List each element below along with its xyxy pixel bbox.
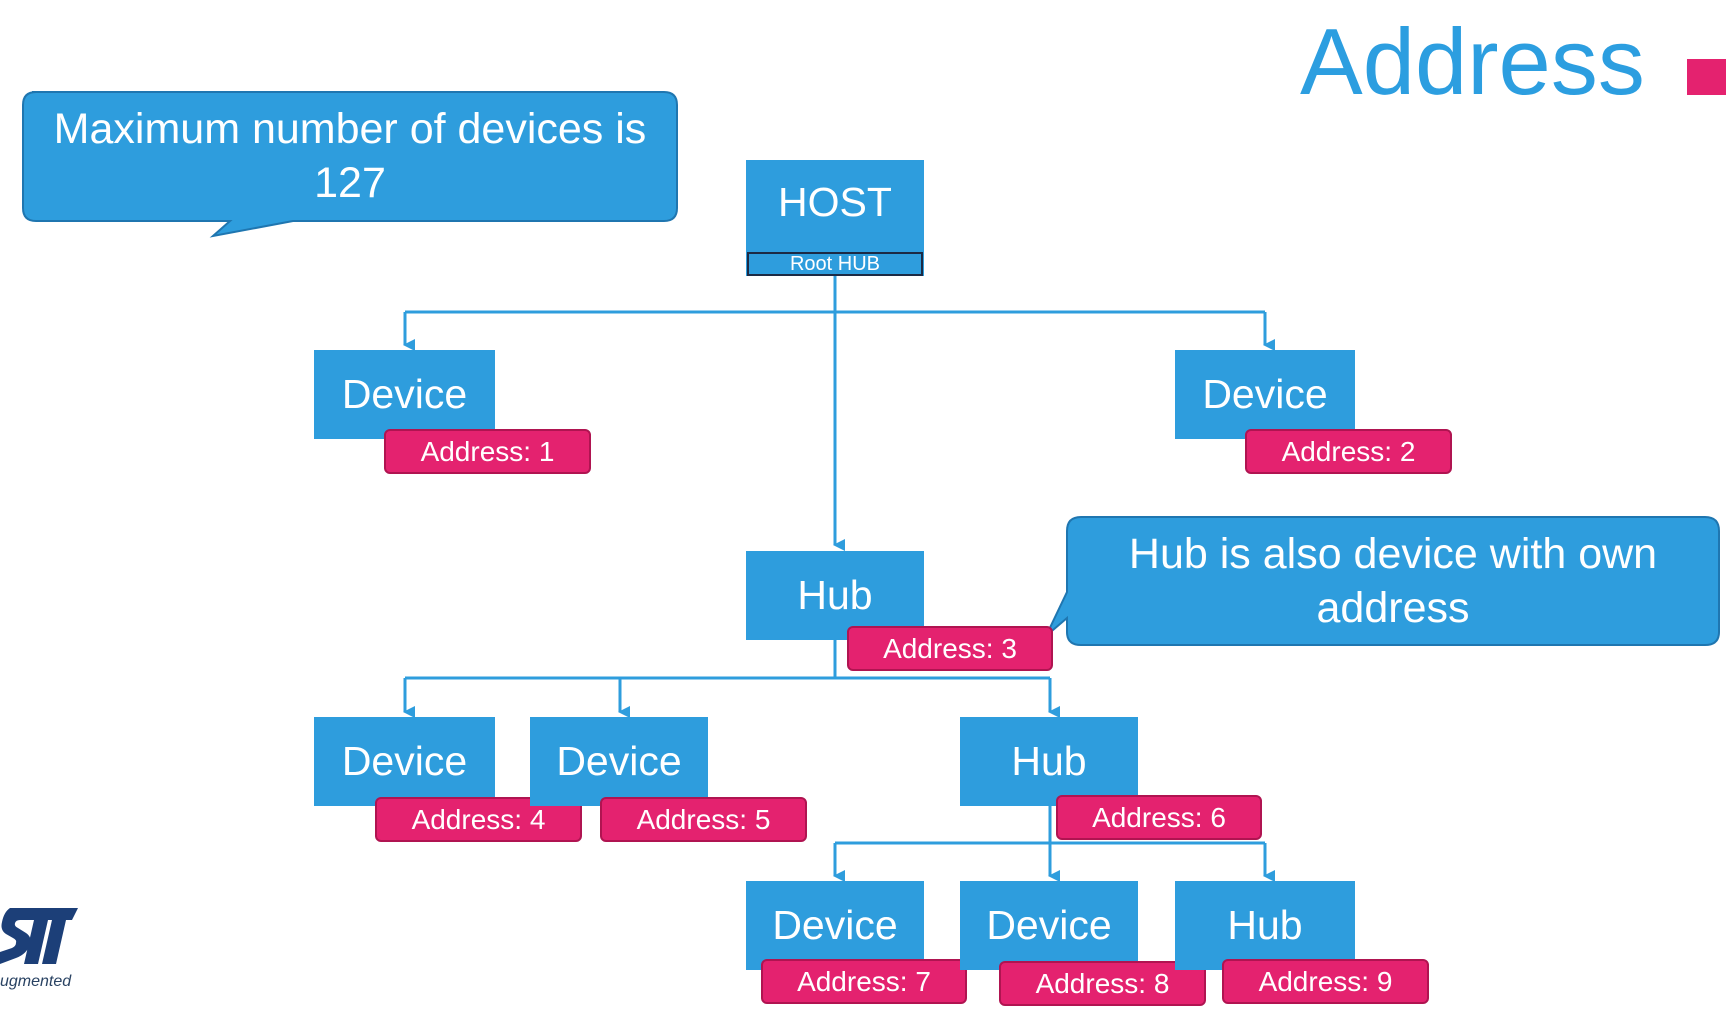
host-label: HOST xyxy=(778,179,892,225)
hub-6-node: Hub xyxy=(960,717,1138,806)
device-8-node: Device xyxy=(960,881,1138,970)
hub-6-label: Hub xyxy=(1011,738,1087,784)
device-5-node: Device xyxy=(530,717,708,806)
device-2-address: Address: 2 xyxy=(1245,429,1452,474)
hub-3-label: Hub xyxy=(797,572,873,618)
device-1-address: Address: 1 xyxy=(384,429,591,474)
slide-title: Address xyxy=(1300,9,1645,114)
host-node: HOST Root HUB xyxy=(746,160,924,276)
hub-3-node: Hub xyxy=(746,551,924,640)
device-7-label: Device xyxy=(772,902,898,948)
device-7-address: Address: 7 xyxy=(761,959,967,1004)
hub-6-address: Address: 6 xyxy=(1056,795,1262,840)
max-devices-callout-shape xyxy=(22,91,678,238)
st-logo-icon xyxy=(0,908,78,964)
hub-9-label: Hub xyxy=(1227,902,1303,948)
device-7-node: Device xyxy=(746,881,924,970)
hub-callout-shape xyxy=(1045,516,1720,646)
connector-hub3-bus xyxy=(405,640,1050,680)
device-8-address: Address: 8 xyxy=(999,961,1206,1006)
device-2-node: Device xyxy=(1175,350,1355,439)
hub-3-address: Address: 3 xyxy=(847,626,1053,671)
title-accent-bar xyxy=(1687,59,1726,95)
device-5-label: Device xyxy=(556,738,682,784)
root-hub-label: Root HUB xyxy=(747,252,923,276)
device-5-address: Address: 5 xyxy=(600,797,807,842)
device-4-label: Device xyxy=(341,738,468,784)
device-1-label: Device xyxy=(341,371,468,417)
device-1-node: Device xyxy=(314,350,495,439)
logo-tagline: ugmented xyxy=(0,973,72,990)
hub-9-address: Address: 9 xyxy=(1222,959,1429,1004)
hub-9-node: Hub xyxy=(1175,881,1355,970)
hub-device-callout: Hub is also device with own address xyxy=(1128,530,1658,632)
device-8-label: Device xyxy=(986,902,1112,948)
connector-host-bus xyxy=(405,275,1265,314)
device-4-node: Device xyxy=(314,717,495,806)
device-2-label: Device xyxy=(1202,371,1328,417)
max-devices-callout: Maximum number of devices is 127 xyxy=(53,105,647,207)
